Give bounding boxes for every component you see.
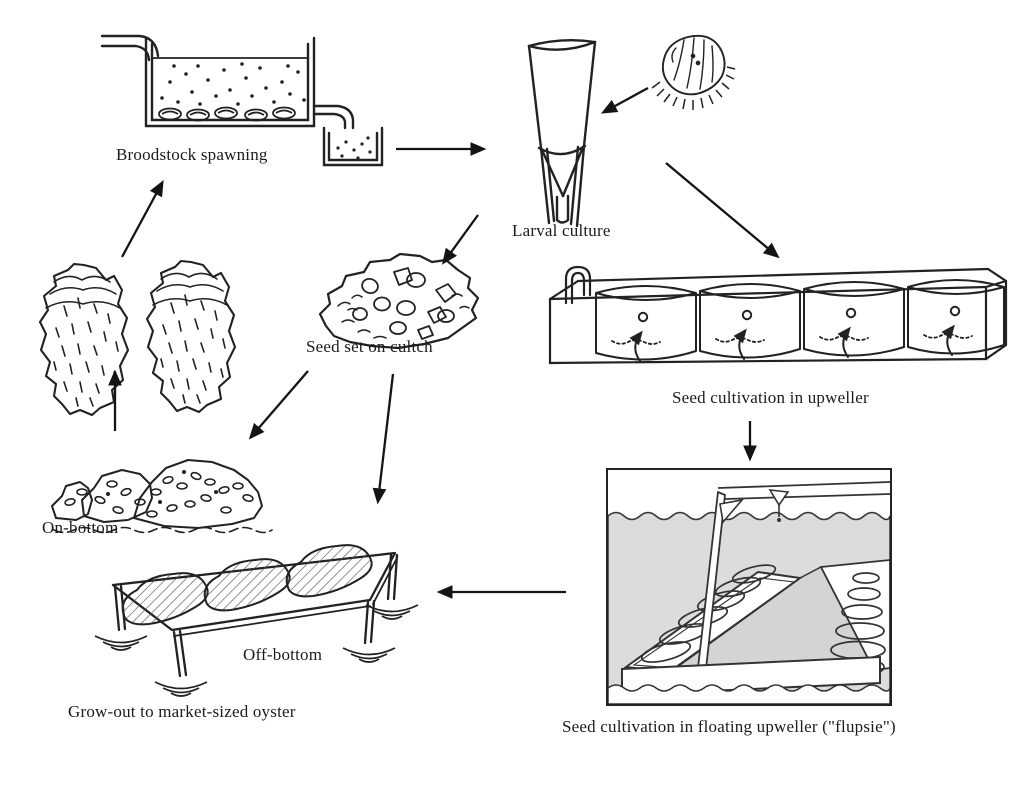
davit-rail <box>717 481 890 500</box>
arrow-larval-to-upweller <box>665 162 780 259</box>
larval-culture-cone-illustration <box>527 39 597 228</box>
upweller-silos <box>595 279 1005 362</box>
bottom-waterline <box>608 684 890 704</box>
spat-on-cultch <box>352 267 457 340</box>
off-bottom-rack-illustration <box>94 544 419 697</box>
market-oysters-illustration <box>38 259 237 417</box>
sea-bottom-line <box>53 526 273 534</box>
cultch-shell-illustration <box>318 252 480 350</box>
upweller-trough <box>576 267 990 283</box>
davit-hoist <box>697 489 790 671</box>
spawn-collection-cup <box>322 126 384 167</box>
on-bottom-pile-illustration <box>51 459 273 534</box>
upweller-illustration <box>548 265 1008 365</box>
label-seed-set-on-cultch: Seed set on cultch <box>306 337 433 356</box>
broodstock-tank-illustration <box>100 34 384 167</box>
spawned-eggs-dots <box>160 62 372 160</box>
label-flupsie: Seed cultivation in floating upweller ("… <box>562 717 896 736</box>
standpipe-loop <box>564 265 592 305</box>
oyster-larva-illustration <box>651 34 736 110</box>
pile-shells <box>64 469 254 518</box>
market-oyster-right <box>145 259 237 414</box>
overflow-pipe <box>312 104 355 130</box>
mesh-grow-bags <box>121 544 373 626</box>
larva-cilia <box>651 66 736 110</box>
broodstock-oysters <box>158 106 296 122</box>
label-larval-culture: Larval culture <box>512 221 611 240</box>
label-on-bottom: On-bottom <box>42 518 119 537</box>
label-off-bottom: Off-bottom <box>243 645 323 664</box>
arrow-cultch-to-offbottom <box>372 373 395 505</box>
label-broodstock-spawning: Broodstock spawning <box>116 145 268 164</box>
inflow-pipe <box>100 34 160 58</box>
flupsie-illustration <box>608 481 890 704</box>
pulley-icon <box>768 489 790 507</box>
right-silo-tray <box>819 559 890 677</box>
label-grow-out: Grow-out to market-sized oyster <box>68 702 296 721</box>
flupsie-frame <box>606 468 892 706</box>
label-seed-cultivation-upweller: Seed cultivation in upweller <box>672 388 869 407</box>
